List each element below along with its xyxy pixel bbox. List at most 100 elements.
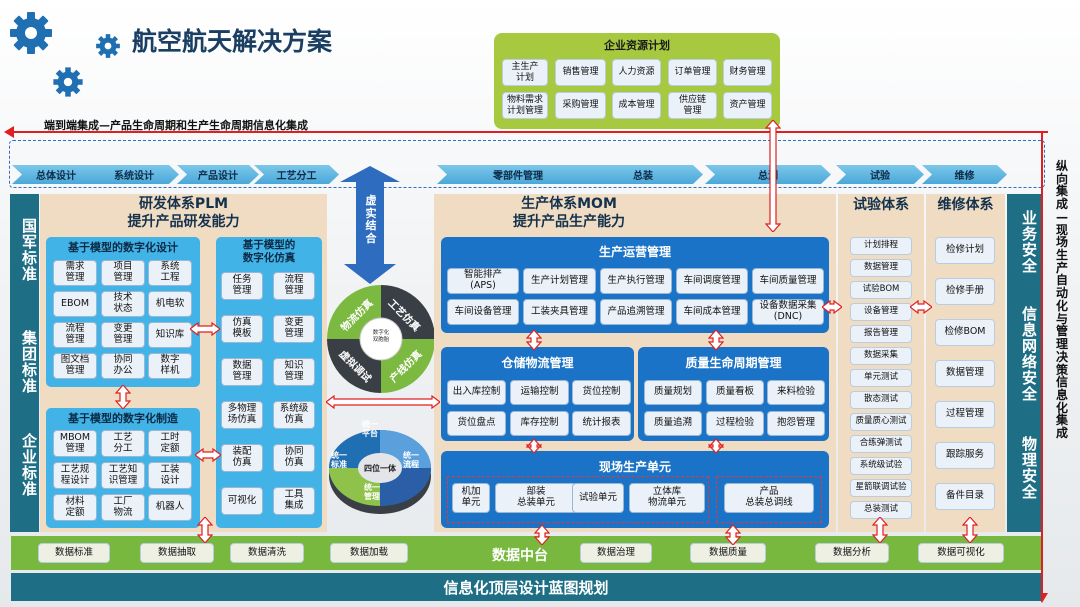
test-module: 数据管理 [850, 259, 912, 277]
gear-icon [10, 12, 52, 54]
test-module: 散态测试 [850, 391, 912, 409]
sim-module: 多物理 场仿真 [221, 401, 263, 429]
wheel-center: 四位一体 [364, 464, 396, 473]
field-unit: 试验单元 [572, 483, 624, 513]
sim-module: 工具 集成 [273, 487, 315, 515]
double-arrow-icon [765, 120, 781, 232]
ops-module: 车间质量管理 [752, 268, 824, 294]
wheel-segment: 统一 标准 [331, 451, 347, 469]
phase-arrow: 系统设计 [89, 165, 179, 184]
erp-module: 订单管理 [668, 59, 717, 86]
ops-module: 生产计划管理 [523, 268, 596, 294]
design-module: 需求 管理 [53, 260, 97, 286]
security-label: 信息网络安全 [1020, 306, 1038, 402]
field-unit-title: 现场生产单元 [598, 460, 671, 474]
plm-subtitle: 提升产品研发能力 [127, 214, 240, 230]
ops-module: 车间调度管理 [676, 268, 748, 294]
erp-title: 企业资源计划 [604, 39, 670, 52]
double-arrow-icon [195, 448, 221, 462]
security-label: 物理安全 [1020, 436, 1038, 500]
double-arrow-icon [190, 322, 220, 336]
warehouse-module: 库存控制 [510, 411, 569, 436]
data-center-title: 数据中台 [492, 548, 548, 564]
phase-arrow: 试验 [836, 165, 924, 184]
erp-module: 财务管理 [723, 59, 772, 86]
test-module: 计划排程 [850, 237, 912, 255]
phase-arrow: 总装 [583, 165, 703, 184]
test-module: 质量质心测试 [850, 413, 912, 431]
double-arrow-icon [115, 385, 131, 409]
ops-module: 智能排产 (APS) [447, 268, 519, 294]
gear-icon [96, 34, 120, 58]
security-bar [1007, 194, 1041, 532]
simulation-wheel [327, 285, 435, 393]
erp-module: 采购管理 [555, 92, 606, 119]
design-module: 协同 办公 [101, 353, 145, 379]
quality-module: 质量追溯 [644, 411, 702, 436]
data-center-module: 数据清洗 [230, 543, 304, 563]
field-unit-group [447, 476, 709, 523]
maint-module: 过程管理 [935, 401, 995, 428]
erp-module: 销售管理 [555, 59, 606, 86]
design-module: 流程 管理 [53, 322, 97, 348]
digital-design-title: 基于模型的数字化设计 [68, 241, 178, 254]
design-module: 数字 样机 [148, 353, 192, 379]
double-arrow-icon [526, 439, 542, 453]
double-arrow-icon [708, 439, 724, 453]
maint-module: 检修BOM [935, 319, 995, 346]
integration-line [8, 131, 1048, 133]
page-title: 航空航天解决方案 [132, 27, 333, 56]
design-module: 知识库 [148, 322, 192, 348]
quality-module: 质量看板 [706, 380, 764, 405]
mfg-module: 机器人 [148, 494, 192, 521]
test-module: 单元测试 [850, 369, 912, 387]
sim-module: 变更 管理 [273, 315, 315, 343]
standard-label: 集团标准 [20, 330, 38, 394]
field-unit-group [716, 476, 822, 523]
mfg-module: 工艺规 程设计 [53, 462, 97, 489]
erp-module: 人力资源 [612, 59, 661, 86]
erp-module: 物料需求 计划管理 [502, 92, 548, 119]
mom-subtitle: 提升产品生产能力 [513, 214, 625, 230]
mfg-module: 工时 定额 [148, 430, 192, 457]
gear-icon [53, 67, 83, 97]
design-module: 图文档 管理 [53, 353, 97, 379]
maint-module: 检修手册 [935, 278, 995, 305]
test-module: 星箭联调试验 [850, 479, 912, 497]
warehouse-module: 运输控制 [510, 380, 569, 405]
erp-module: 资产管理 [723, 92, 772, 119]
quality-module: 过程检验 [706, 411, 764, 436]
double-arrow-icon [534, 525, 550, 545]
double-arrow-icon [340, 166, 400, 284]
phase-arrow: 工艺分工 [254, 165, 339, 184]
design-module: 机电软 [148, 291, 192, 317]
maint-module: 跟踪服务 [935, 442, 995, 469]
mfg-module: MBOM 管理 [53, 430, 97, 457]
field-unit: 产品 总装总调线 [724, 483, 814, 513]
data-center-module: 数据标准 [38, 543, 110, 563]
phase-arrow: 维修 [922, 165, 1007, 184]
quality-module: 抱怨管理 [767, 411, 825, 436]
ops-module: 车间设备管理 [447, 299, 519, 325]
ops-module: 产品追溯管理 [600, 299, 672, 325]
sim-module: 装配 仿真 [221, 444, 263, 472]
unification-wheel [329, 430, 431, 514]
mfg-module: 工艺知 识管理 [101, 462, 145, 489]
quality-title: 质量生命周期管理 [685, 356, 782, 370]
maint-module: 检修计划 [935, 237, 995, 264]
standard-label: 企业标准 [20, 433, 38, 497]
sim-module: 仿真 模板 [221, 315, 263, 343]
test-title: 试验体系 [853, 197, 909, 213]
ops-module: 车间成本管理 [676, 299, 748, 325]
double-arrow-icon [962, 517, 978, 543]
maint-module: 数据管理 [935, 360, 995, 387]
phase-arrow: 总测 [705, 165, 831, 184]
double-arrow-icon [326, 395, 440, 409]
security-label: 业务安全 [1020, 210, 1038, 274]
test-module: 试验BOM [850, 281, 912, 299]
data-center-module: 数据抽取 [140, 543, 214, 563]
double-arrow-icon [822, 300, 842, 314]
warehouse-module: 出入库控制 [447, 380, 506, 405]
maint-module: 备件目录 [935, 483, 995, 510]
